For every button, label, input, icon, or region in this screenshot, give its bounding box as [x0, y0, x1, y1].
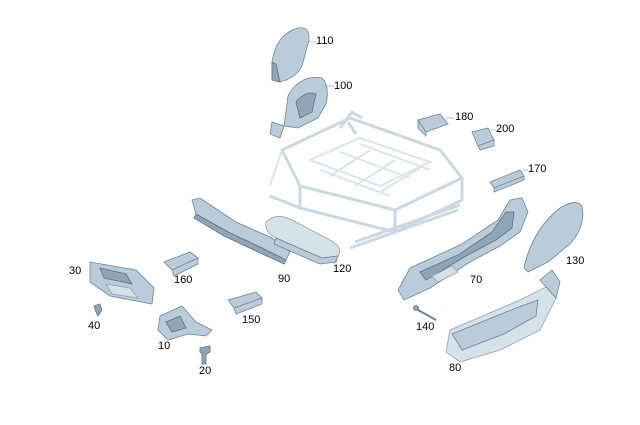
callout-200: 200: [496, 123, 515, 135]
part-170-shape: [489, 169, 525, 193]
callout-20: 20: [199, 365, 212, 377]
callout-170: 170: [528, 163, 547, 175]
part-40-shape: [93, 303, 103, 317]
part-150-shape: [227, 291, 263, 315]
callout-30: 30: [69, 265, 82, 277]
callout-80: 80: [449, 362, 462, 374]
callout-130: 130: [566, 255, 585, 267]
part-30-shape: [89, 261, 155, 305]
part-100-shape: [269, 77, 328, 139]
callout-160: 160: [174, 274, 193, 286]
part-20-shape: [199, 345, 211, 365]
callout-140: 140: [416, 321, 435, 333]
part-160-shape: [163, 251, 199, 277]
part-80-shape: [445, 269, 561, 363]
part-110-shape: [271, 27, 310, 83]
part-90-shape: [191, 197, 291, 265]
part-130-shape: [523, 202, 584, 273]
part-140-shape: [413, 305, 437, 321]
part-180-shape: [417, 113, 449, 137]
callout-110: 110: [316, 35, 334, 47]
part-200-shape: [471, 127, 495, 151]
callout-150: 150: [242, 314, 261, 326]
part-10-shape: [157, 305, 213, 341]
seat-frame: [269, 110, 464, 250]
callout-180: 180: [455, 111, 474, 123]
callout-10: 10: [158, 340, 171, 352]
callout-120: 120: [333, 263, 352, 275]
callout-90: 90: [278, 273, 291, 285]
callout-40: 40: [88, 320, 101, 332]
part-70-shape: [397, 197, 529, 301]
callout-70: 70: [470, 274, 483, 286]
callout-100: 100: [334, 80, 353, 92]
part-120-shape: [265, 216, 341, 265]
